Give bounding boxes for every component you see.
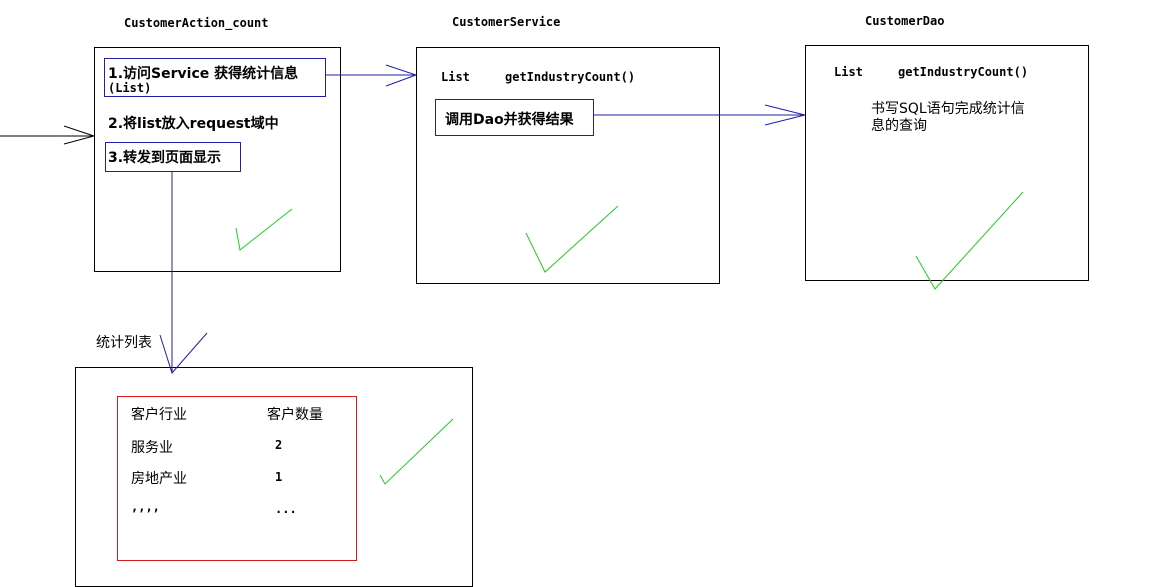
- service-return-type: List: [441, 70, 470, 84]
- action-title: CustomerAction_count: [124, 16, 269, 30]
- table-row-2-count: 1: [275, 470, 283, 484]
- stats-table-box: [117, 396, 357, 561]
- table-row-2-industry: 房地产业: [131, 471, 187, 487]
- table-row-3-count: ...: [275, 502, 297, 516]
- table-header-count: 客户数量: [267, 407, 323, 423]
- step1-box: [104, 58, 326, 97]
- service-title: CustomerService: [452, 15, 561, 29]
- step2-text: 2.将list放入request域中: [108, 116, 279, 132]
- service-method: getIndustryCount(): [505, 70, 636, 84]
- dao-desc-line2: 息的查询: [871, 118, 927, 134]
- list-label: 统计列表: [96, 335, 152, 351]
- table-row-1-count: 2: [275, 438, 283, 452]
- dao-return-type: List: [834, 65, 863, 79]
- incoming-arrow-head: [63, 125, 96, 145]
- table-row-3-industry: ,,,,: [131, 500, 160, 514]
- call-dao-text: 调用Dao并获得结果: [445, 112, 574, 128]
- table-row-1-industry: 服务业: [131, 440, 173, 456]
- call-dao-box: [435, 99, 594, 136]
- step1-text: 1.访问Service 获得统计信息: [108, 63, 298, 83]
- action-to-service-arrow-head: [385, 64, 418, 87]
- step3-box: [105, 142, 241, 172]
- dao-desc-line1: 书写SQL语句完成统计信: [871, 101, 1025, 117]
- step1-line2: (List): [108, 81, 152, 95]
- action-box: [94, 47, 341, 272]
- service-box: [416, 47, 720, 284]
- step3-text: 3.转发到页面显示: [108, 150, 222, 166]
- dao-title: CustomerDao: [865, 14, 945, 28]
- service-to-dao-arrow-head: [764, 104, 806, 126]
- dao-box: [805, 45, 1089, 281]
- step1-line1: 1.访问Service 获得统计信息: [108, 66, 299, 82]
- dao-method: getIndustryCount(): [898, 65, 1029, 79]
- table-header-industry: 客户行业: [131, 407, 187, 423]
